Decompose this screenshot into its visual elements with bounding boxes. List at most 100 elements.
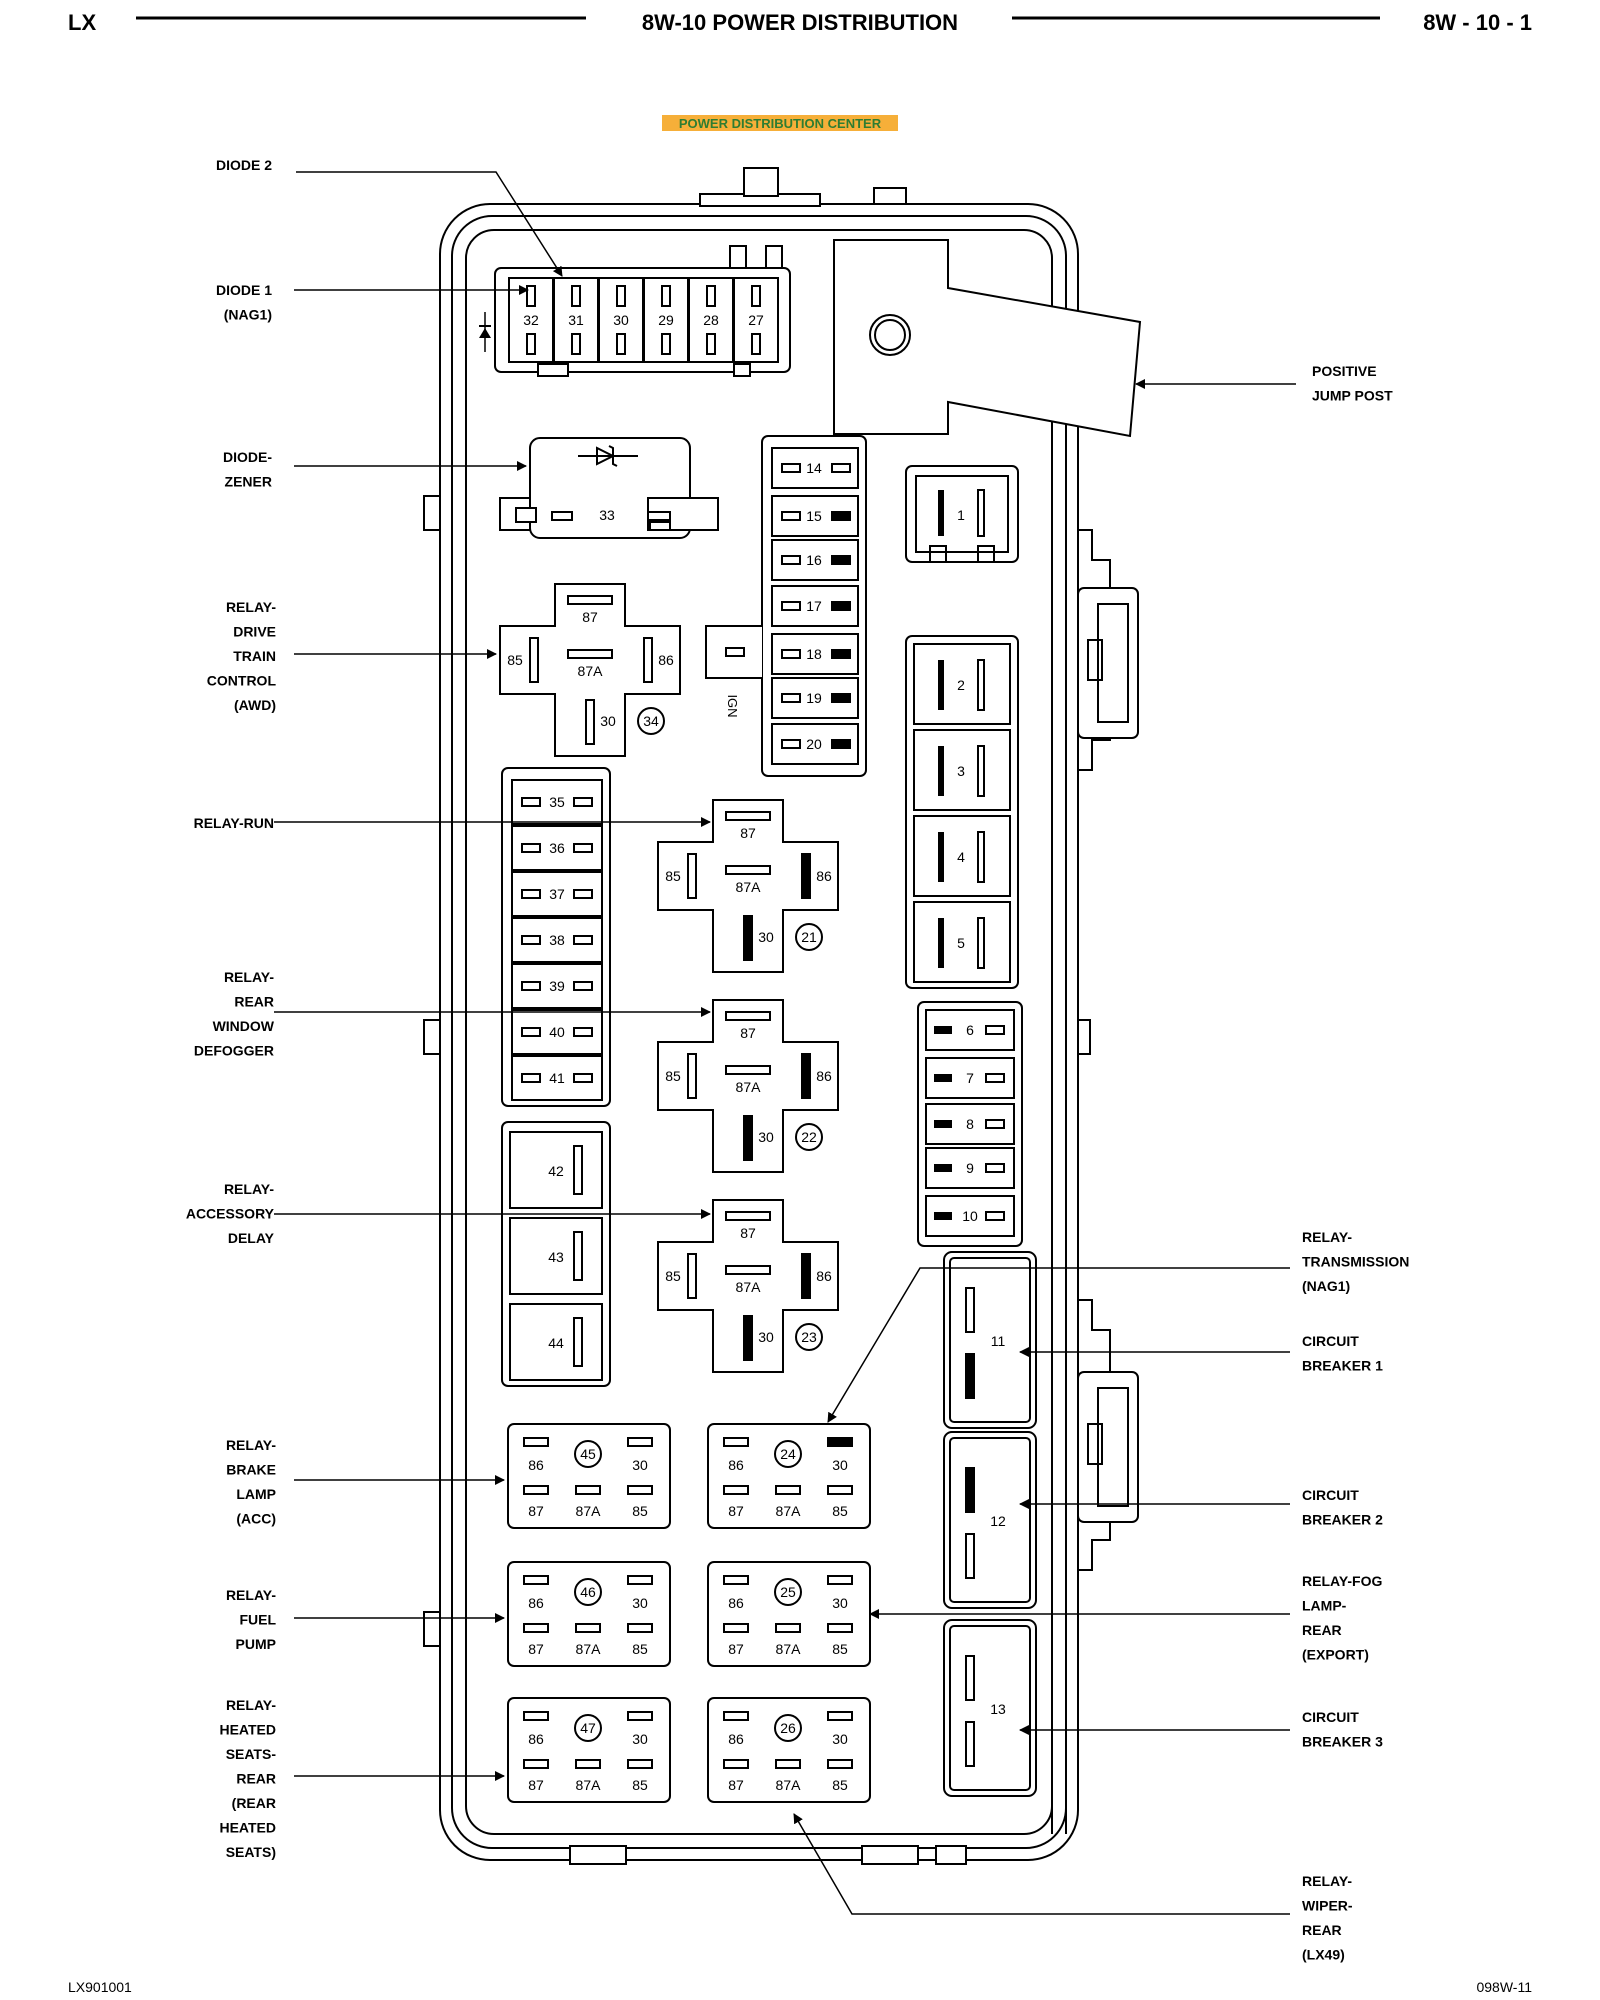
fuse-terminal: [706, 285, 716, 307]
callout-cb2: BREAKER 2: [1302, 1512, 1383, 1528]
fuse-terminal: [831, 601, 851, 611]
pdc-housing: [423, 167, 1139, 1865]
callout-jump: POSITIVE: [1312, 363, 1377, 379]
fuse-slot-7: [925, 1057, 1015, 1099]
fuse-slot-10: [925, 1195, 1015, 1237]
fuse-slot-36: [511, 825, 603, 871]
small-fuse-block: [917, 1001, 1023, 1247]
relay-number-circle: [637, 707, 665, 735]
relay-terminal-86: [643, 637, 653, 683]
callout-cb3: BREAKER 3: [1302, 1734, 1383, 1750]
fuse-terminal: [985, 1073, 1005, 1083]
relay-pin-label: 85: [832, 1503, 848, 1519]
callout-heated: HEATED: [219, 1722, 276, 1738]
relay-pin-label: 87: [728, 1641, 744, 1657]
relay-terminal-30: [743, 1315, 753, 1361]
maxi-fuse-blade: [977, 659, 985, 711]
fuse-terminal: [781, 511, 801, 521]
relay-pin-label: 87A: [576, 1777, 602, 1793]
callout-heated: HEATED: [219, 1820, 276, 1836]
relay-pin-label: 30: [832, 1457, 848, 1473]
fuse-terminal: [573, 1027, 593, 1037]
fuse-number: 37: [549, 886, 565, 902]
relay-pin-label: 86: [816, 868, 832, 884]
relay-number: 22: [801, 1129, 817, 1145]
fuse-terminal: [571, 333, 581, 355]
fuse-terminal: [661, 333, 671, 355]
callout-defogger: REAR: [234, 994, 274, 1010]
maxi-fuse-blade: [938, 918, 944, 968]
micro-relay-45: [507, 1423, 671, 1529]
fuse-terminal: [831, 739, 851, 749]
fuse-slot-35: [511, 779, 603, 825]
fuse-number: 10: [962, 1208, 978, 1224]
fuse-slot-15: [771, 495, 859, 537]
relay-pin-label: 85: [665, 1268, 681, 1284]
callout-fog: REAR: [1302, 1622, 1342, 1638]
callout-wiper: RELAY-: [1302, 1873, 1352, 1889]
fuse-number: 15: [806, 508, 822, 524]
fuse-terminal: [831, 511, 851, 521]
micro-relay-terminal: [627, 1711, 653, 1721]
cartridge-blade: [573, 1145, 583, 1195]
circuit-breaker-inner: [949, 1625, 1031, 1791]
footer-left: LX901001: [68, 1979, 132, 1995]
callout-defogger: WINDOW: [213, 1018, 275, 1034]
micro-relay-47: [507, 1697, 671, 1803]
top-fuse-block: [494, 245, 791, 377]
callout-fuel: PUMP: [236, 1636, 276, 1652]
fuse-terminal: [571, 285, 581, 307]
callout-cb1: CIRCUIT: [1302, 1333, 1359, 1349]
circuit-breaker-number: 12: [990, 1513, 1006, 1529]
relay-pin-label: 87: [582, 609, 598, 625]
fuse-terminal: [521, 1027, 541, 1037]
micro-relay-terminal: [723, 1711, 749, 1721]
relay-pin-label: 87: [728, 1503, 744, 1519]
micro-relay-terminal: [523, 1437, 549, 1447]
relay-pin-label: 30: [758, 1129, 774, 1145]
relay-34: [499, 583, 681, 757]
relay-terminal-30: [743, 1115, 753, 1161]
diagram-title: POWER DISTRIBUTION CENTER: [679, 116, 882, 131]
micro-relay-number-circle: [574, 1440, 602, 1468]
circuit-breaker-inner: [949, 1437, 1031, 1603]
relay-pin-label: 87: [528, 1503, 544, 1519]
callout-wiper: REAR: [1302, 1922, 1342, 1938]
micro-relay-terminal: [827, 1759, 853, 1769]
fuse-terminal: [521, 1073, 541, 1083]
micro-relay-terminal: [775, 1485, 801, 1495]
leader-lines: [274, 171, 1296, 1915]
micro-relay-terminal: [627, 1575, 653, 1585]
relay-terminal-87a: [725, 1065, 771, 1075]
fuse-number: 29: [658, 312, 674, 328]
callout-diode1: (NAG1): [224, 307, 272, 323]
relay-pin-label: 85: [632, 1503, 648, 1519]
fuse-slot-6: [925, 1009, 1015, 1051]
relay-terminal-85: [687, 853, 697, 899]
circuit-breaker-number: 11: [991, 1333, 1006, 1349]
micro-relay-terminal: [523, 1711, 549, 1721]
fuse-number: 30: [613, 312, 629, 328]
relay-pin-label: 30: [632, 1595, 648, 1611]
relay-pin-label: 86: [728, 1595, 744, 1611]
fuse-number: 9: [966, 1160, 974, 1176]
fuse-slot-40: [511, 1009, 603, 1055]
callout-heated: SEATS): [226, 1844, 276, 1860]
micro-relay-terminal: [627, 1437, 653, 1447]
relay-pin-label: 85: [665, 868, 681, 884]
breaker-blade: [965, 1721, 975, 1767]
relay-pin-label: 87: [740, 1025, 756, 1041]
fuse-terminal: [573, 889, 593, 899]
relay-pin-label: 85: [832, 1777, 848, 1793]
micro-relay-number: 26: [780, 1720, 796, 1736]
fuse-slot-20: [771, 723, 859, 765]
callout-brake: LAMP: [236, 1486, 276, 1502]
micro-relay-number-circle: [774, 1440, 802, 1468]
breaker-blade: [965, 1533, 975, 1579]
fuse-terminal: [526, 333, 536, 355]
micro-relay-terminal: [523, 1759, 549, 1769]
header-title: 8W-10 POWER DISTRIBUTION: [642, 10, 958, 35]
fuse-slot-27: [733, 277, 779, 363]
maxi-fuse-number: 1: [957, 507, 965, 523]
